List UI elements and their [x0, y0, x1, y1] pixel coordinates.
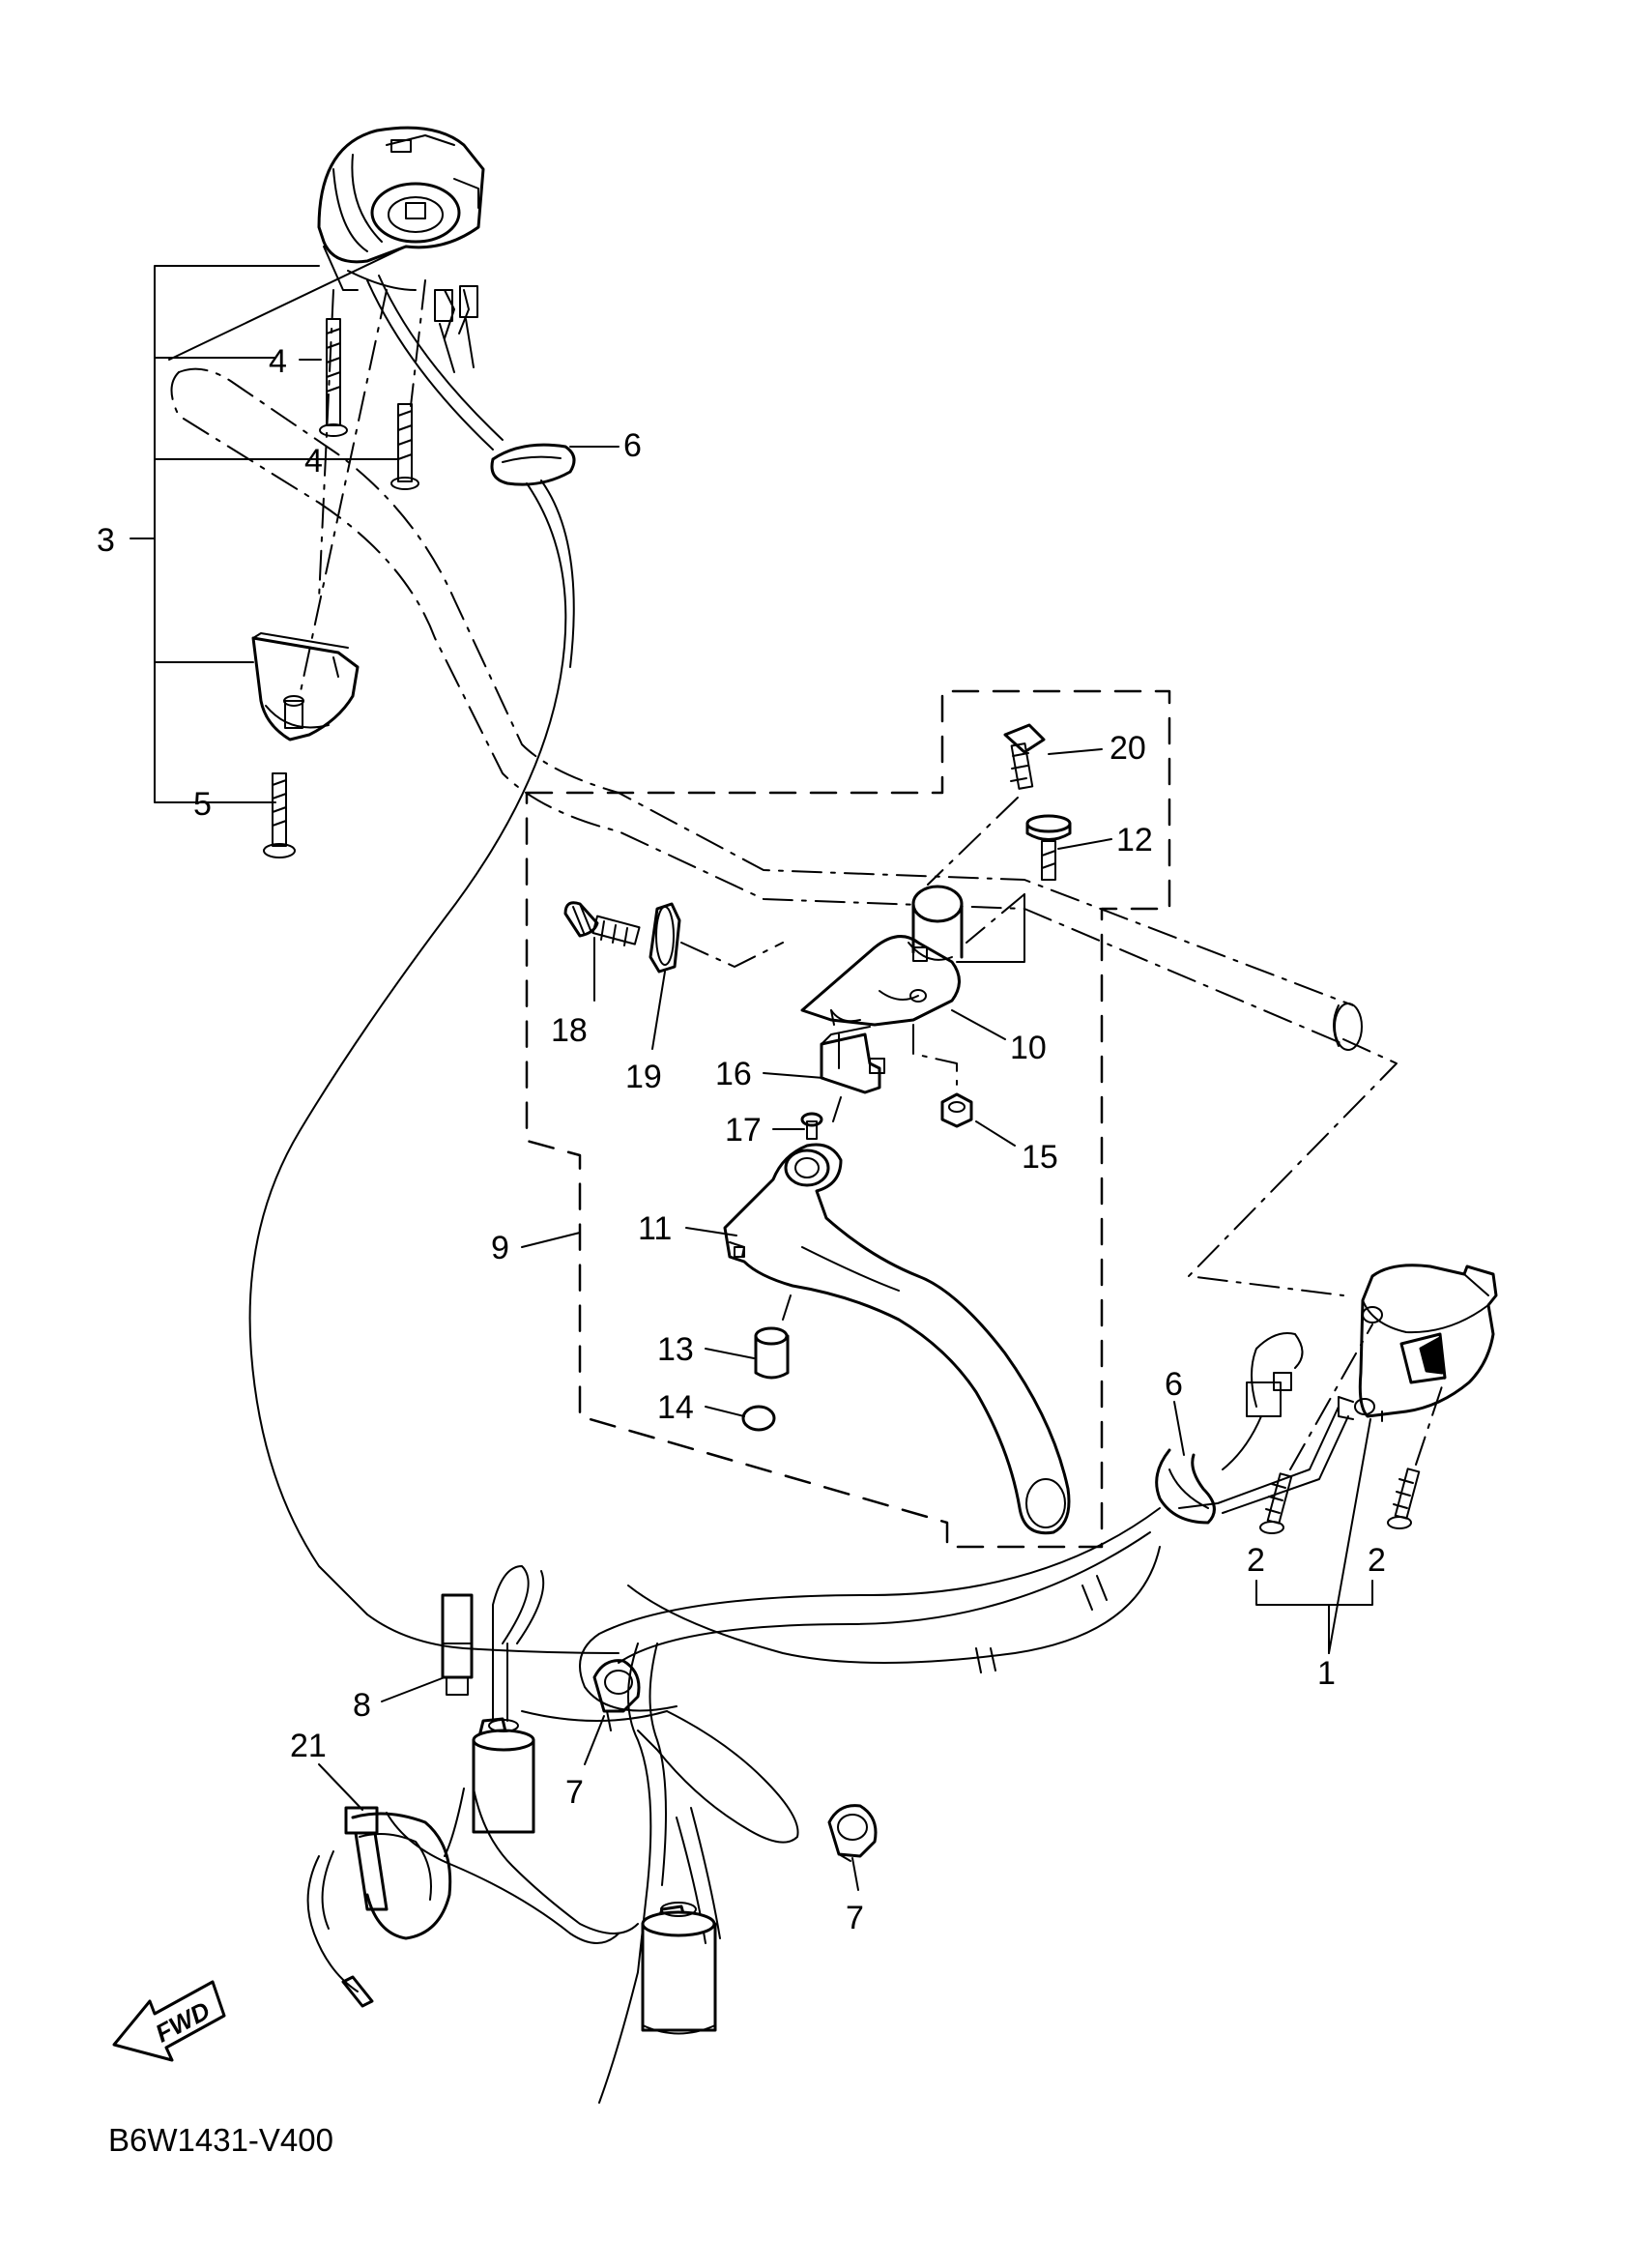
callout-16: 16: [715, 1056, 752, 1092]
pivot-bolt-12: [956, 814, 1072, 963]
cable-band-21: [306, 1806, 452, 2008]
right-switch-housing: [1338, 1264, 1498, 1422]
diagram-code: B6W1431-V400: [108, 2122, 333, 2158]
clutch-lever-11: [723, 1143, 1071, 1535]
ring-14: [741, 1405, 776, 1432]
callout-12: 12: [1116, 822, 1153, 858]
connector-boot-right: [641, 1902, 717, 2035]
callout-3: 3: [97, 522, 115, 559]
bracket-1: [1255, 1418, 1373, 1654]
callout-6b: 6: [1165, 1366, 1183, 1403]
callout-11: 11: [638, 1210, 672, 1247]
clutch-cable: [248, 480, 575, 1615]
bolt-20: [927, 723, 1046, 886]
callout-19: 19: [625, 1059, 662, 1095]
callout-4a: 4: [269, 343, 287, 380]
screw-2-left: [1259, 1323, 1373, 1534]
callout-14: 14: [657, 1389, 694, 1426]
wire-clamp-7-upper: [592, 1659, 641, 1731]
callout-numbers: 1 2 2 3 4 4 5 6 6 7 7 8 9 10 11 12 13 14…: [97, 343, 1386, 1936]
callout-20: 20: [1110, 730, 1146, 767]
callout-9: 9: [491, 1230, 509, 1266]
callout-8: 8: [353, 1687, 371, 1724]
clutch-lever-assy-box: [525, 689, 1171, 1549]
callout-2a: 2: [1247, 1542, 1265, 1579]
screw-4-upper: [319, 318, 348, 437]
screw-17: [800, 1112, 823, 1140]
connector-boot-left: [472, 1717, 535, 1834]
screw-2-right: [1387, 1377, 1446, 1529]
handlebar: [170, 367, 1363, 1051]
cable-grommet-upper: [490, 443, 576, 486]
callout-6a: 6: [623, 427, 642, 464]
leader-lines: [202, 359, 1330, 1891]
wire-harness: [366, 1507, 1161, 2104]
callout-18: 18: [551, 1012, 588, 1049]
projection-lines-left: [168, 246, 426, 697]
lever-holder: [800, 885, 964, 1027]
callout-7a: 7: [565, 1774, 584, 1811]
fwd-arrow-icon: FWD: [112, 1980, 226, 2062]
locknut-19: [649, 902, 784, 974]
left-switch-housing-lower: [251, 632, 360, 741]
callout-13: 13: [657, 1331, 694, 1368]
left-switch-wiring: [366, 275, 504, 451]
callout-1: 1: [1317, 1655, 1336, 1692]
nut-15: [912, 1024, 973, 1128]
left-switch-housing-upper: [317, 126, 485, 291]
collar-13: [754, 1294, 792, 1380]
callout-2b: 2: [1368, 1542, 1386, 1579]
callout-17: 17: [725, 1112, 762, 1149]
callout-4b: 4: [304, 443, 323, 480]
screw-5: [263, 772, 296, 858]
callout-10: 10: [1010, 1030, 1047, 1066]
callout-5: 5: [193, 786, 212, 823]
callout-15: 15: [1022, 1139, 1058, 1176]
clutch-switch-16: [820, 1009, 885, 1122]
right-switch-wiring: [1155, 1332, 1349, 1525]
callout-21: 21: [290, 1728, 327, 1764]
connector-8: [441, 1593, 474, 1696]
bracket-3: [130, 265, 399, 803]
screw-4-lower: [390, 403, 419, 490]
callout-7b: 7: [846, 1900, 864, 1936]
projection-lines-right: [1188, 1038, 1398, 1296]
adjuster-18: [563, 901, 641, 946]
wire-clamp-7-lower: [827, 1804, 878, 1862]
